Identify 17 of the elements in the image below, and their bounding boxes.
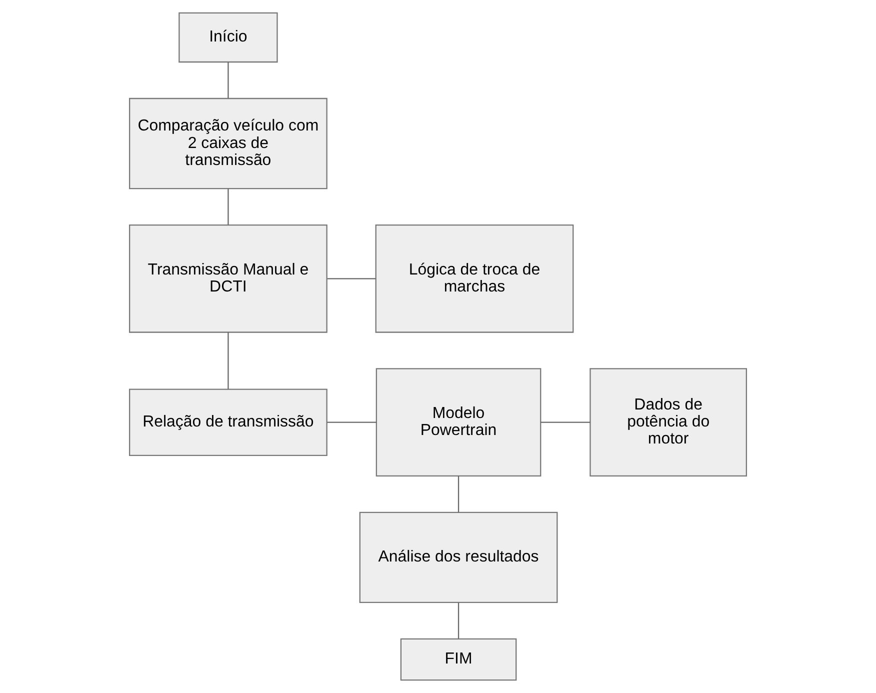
node-box: Relação de transmissão <box>129 388 328 456</box>
node-box: Início <box>178 12 278 63</box>
connector <box>228 188 229 225</box>
connector <box>327 278 376 280</box>
node-box: Transmissão Manual e DCTI <box>129 224 328 333</box>
node-box: Modelo Powertrain <box>376 368 542 476</box>
connector <box>327 422 376 423</box>
node-box: Lógica de troca de marchas <box>375 224 574 333</box>
connector <box>458 602 460 638</box>
node-box: FIM <box>400 638 517 681</box>
connector <box>228 62 229 98</box>
connector <box>228 332 229 390</box>
node-box: Comparação veículo com 2 caixas de transmissão <box>129 98 328 190</box>
node-box: Análise dos resultados <box>359 512 558 604</box>
connector <box>540 422 590 423</box>
connector <box>458 476 460 512</box>
node-box: Dados de potência do motor <box>590 368 748 476</box>
